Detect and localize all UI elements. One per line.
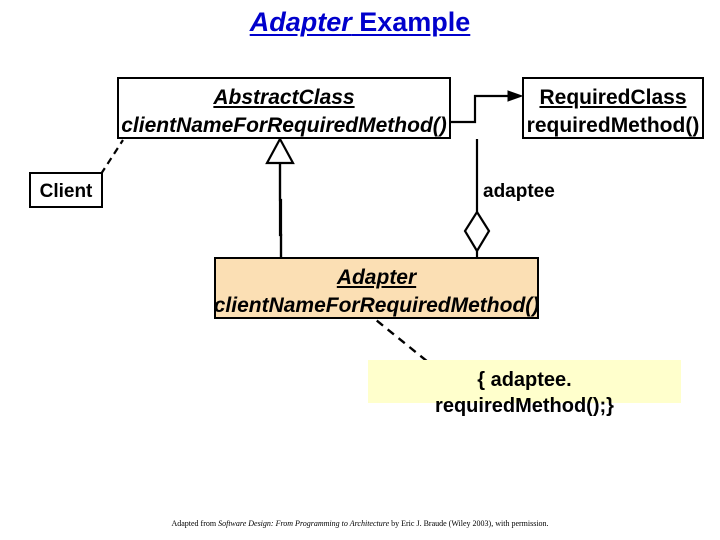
note-box: { adaptee. requiredMethod();}: [368, 360, 681, 416]
class-box-client[interactable]: Client: [29, 172, 103, 208]
connector-client-to-abstractclass: [100, 139, 124, 175]
class-box-adapter[interactable]: Adapter clientNameForRequiredMethod(): [214, 257, 539, 319]
class-operation-abstractclass: clientNameForRequiredMethod(): [121, 114, 447, 137]
footer-prefix: Adapted from: [171, 519, 219, 528]
note-line-1: { adaptee.: [477, 369, 572, 391]
connector-adapter-to-requiredclass: [463, 139, 491, 257]
dependency-dashed-line: [100, 139, 124, 175]
class-name-client: Client: [39, 181, 93, 202]
class-operation-requiredclass: requiredMethod(): [526, 114, 700, 137]
class-box-abstractclass[interactable]: AbstractClass clientNameForRequiredMetho…: [117, 77, 451, 139]
note-line-2: requiredMethod();}: [435, 395, 614, 417]
footer-suffix: by Eric J. Braude (Wiley 2003), with per…: [389, 519, 549, 528]
page-title: Adapter Example: [0, 6, 720, 38]
class-operation-adapter: clientNameForRequiredMethod(): [213, 294, 540, 317]
page-title-emphasis: Adapter: [249, 7, 352, 37]
class-name-requiredclass: RequiredClass: [539, 86, 687, 109]
association-line: [451, 94, 514, 124]
footer-book-title: Software Design: From Programming to Arc…: [218, 519, 390, 528]
generalization-route: [278, 163, 283, 257]
role-label-adaptee: adaptee: [483, 181, 555, 202]
connector-abstractclass-to-requiredclass: [451, 90, 524, 124]
page-title-rest: Example: [351, 7, 471, 37]
connector-adapter-to-abstractclass: [265, 136, 295, 257]
arrowhead-icon: [507, 90, 524, 102]
footer-credit: Adapted from Software Design: From Progr…: [0, 519, 720, 528]
class-name-adapter: Adapter: [336, 266, 417, 289]
class-name-abstractclass: AbstractClass: [213, 86, 355, 109]
class-box-requiredclass[interactable]: RequiredClass requiredMethod(): [522, 77, 704, 139]
hollow-triangle-icon: [265, 136, 295, 165]
hollow-diamond-icon: [463, 209, 491, 254]
